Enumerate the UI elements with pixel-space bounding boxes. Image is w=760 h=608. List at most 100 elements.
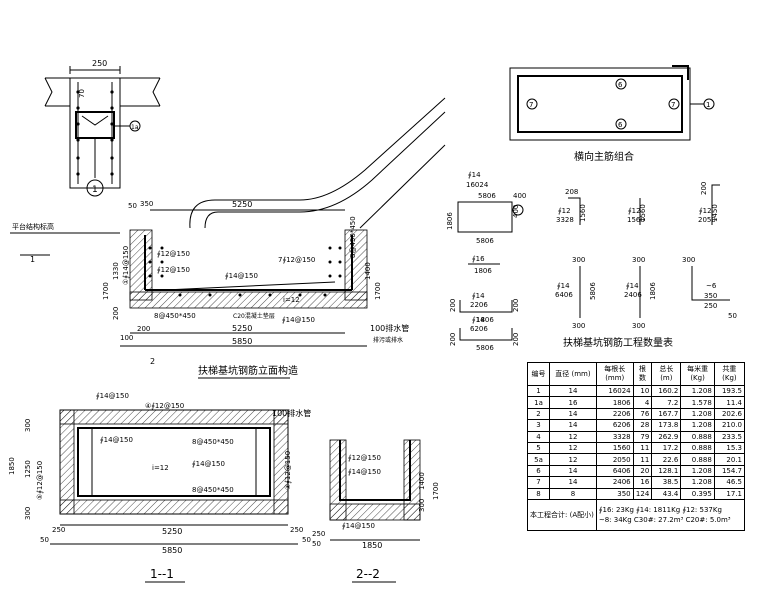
shape-5-a: 1560: [639, 204, 647, 222]
shape-3-dia: ∮14: [472, 316, 485, 324]
i12-label: i=12: [283, 296, 300, 304]
rebar-r5: ①∮14@150: [122, 246, 130, 285]
s2-dim-1400: 1400: [418, 472, 426, 490]
s2-dim-250: 250: [312, 530, 325, 538]
s1-dim-300: 300: [24, 419, 32, 432]
table-cell: 16024: [595, 384, 634, 398]
shape-5-dia: ∮12: [628, 207, 641, 215]
table-cell: 10: [632, 384, 653, 398]
shape-8-len: 350: [704, 292, 717, 300]
s1-dim-50: 50: [40, 536, 49, 544]
s2-r3: ∮14@150: [342, 522, 375, 530]
table-cell: 2406: [595, 476, 634, 489]
rebar-r7: 7∮12@150: [278, 256, 315, 264]
rebar-shapes: ∮14 16024 5806 400 400 1806 5806 208 ∮12…: [446, 171, 737, 352]
table-cell: 43.4: [651, 487, 682, 500]
section-mark-2: 2: [150, 357, 155, 366]
table-cell: 12: [549, 430, 597, 443]
shape-7-len: 2406: [624, 291, 642, 299]
section-2-title: 2--2: [356, 567, 380, 581]
table-cell: 2050: [595, 453, 634, 466]
elev-dim-5250: 5250: [232, 200, 252, 209]
rebar-r8: 8@450*450: [349, 216, 357, 258]
table-cell: 14: [549, 419, 597, 432]
shape-6-len: 6406: [555, 291, 573, 299]
table-cell: 2206: [595, 407, 634, 421]
table-cell: 6206: [595, 419, 634, 432]
elev-dim-200b: 200: [137, 325, 150, 333]
table-cell: 1.208: [680, 407, 715, 421]
elev-dim-1400: 1400: [364, 262, 372, 280]
table-cell: 5: [526, 441, 551, 455]
s1-r1: ∮14@150: [96, 392, 129, 400]
table-cell: 14: [549, 464, 597, 478]
shape-7-b: 1806: [649, 282, 657, 300]
shape-5a-a: 200: [700, 182, 708, 195]
shape-8-b: 250: [704, 302, 717, 310]
marker-1a: 1a: [131, 124, 139, 131]
s2-r2: ∮14@150: [348, 468, 381, 476]
s2-dim-1850: 1850: [362, 541, 382, 550]
table-cell: 28: [632, 419, 653, 432]
table-cell: 1: [526, 384, 551, 398]
total-line-2: ~8: 34Kg C30#: 27.2m³ C20#: 5.0m³: [598, 515, 731, 524]
shape-1-c: 400: [512, 205, 520, 218]
shape-4-len: 3328: [556, 216, 574, 224]
table-cell: 3328: [595, 430, 634, 443]
rebar-combo-title: 横向主筋组合: [574, 150, 634, 163]
s1-dim-1850: 1850: [8, 457, 16, 475]
shape-7-a: 300: [632, 256, 645, 264]
rebar-quantity-table: 编号 直径 (mm) 每根长 (mm) 根数 总长 (m) 每米重 (Kg) 共…: [526, 362, 746, 531]
table-cell: 1806: [595, 396, 634, 409]
s1-r8: ③∮12@150: [284, 451, 292, 490]
combo-m7b: 7: [671, 101, 675, 109]
s1-r3: ∮14@150: [100, 436, 133, 444]
rebar-r8b: 8@450*450: [154, 312, 196, 320]
s1-r7: ⑤∮12@150: [36, 461, 44, 500]
shape-8-dia: ~6: [706, 282, 717, 290]
shape-6-b: 5806: [589, 282, 597, 300]
table-cell: 6406: [595, 464, 634, 478]
elev-dim-5850: 5850: [232, 337, 252, 346]
table-cell: 8: [549, 487, 597, 500]
table-cell: 7: [526, 476, 551, 489]
shape-3-b: 5806: [476, 344, 494, 352]
table-cell: 128.1: [651, 464, 682, 478]
table-header: 每根长 (mm): [595, 362, 634, 386]
table-cell: 16: [632, 476, 653, 489]
shape-6-c: 300: [572, 322, 585, 330]
table-header: 总长 (m): [651, 362, 682, 386]
table-cell: 46.5: [713, 476, 746, 489]
shape-1-b: 400: [513, 192, 526, 200]
total-line-1: ∮16: 23Kg ∮14: 1811Kg ∮12: 537Kg: [598, 505, 722, 514]
shape-5a-len: 2050: [698, 216, 716, 224]
shape-3-len: 6206: [470, 325, 488, 333]
table-cell: 14: [549, 407, 597, 421]
combo-m7: 7: [529, 101, 533, 109]
table-header: 编号: [526, 362, 551, 386]
c20-label: C20混凝土垫层: [233, 312, 275, 320]
table-header: 共重 (Kg): [713, 362, 746, 386]
rebar-combination: 6 6 7 7 1: [509, 65, 715, 141]
elev-dim-1700: 1700: [102, 282, 110, 300]
rebar-r3: ∮14@150: [282, 316, 315, 324]
table-cell: 3: [526, 419, 551, 432]
table-cell: 16: [549, 396, 597, 409]
table-cell: 4: [526, 430, 551, 443]
table-cell: 0.395: [680, 487, 715, 500]
shape-2-a: 200: [449, 299, 457, 312]
s1-dim-5850: 5850: [162, 546, 182, 555]
table-cell: 173.8: [651, 419, 682, 432]
table-cell: 0.888: [680, 453, 715, 466]
shape-4-a: 208: [565, 188, 578, 196]
rebar-r7b: ∮14@150: [225, 272, 258, 280]
elev-dim-200: 200: [112, 307, 120, 320]
table-cell: 262.9: [651, 430, 682, 443]
table-cell: 154.7: [713, 464, 746, 478]
shape-8-c: 50: [728, 312, 737, 320]
